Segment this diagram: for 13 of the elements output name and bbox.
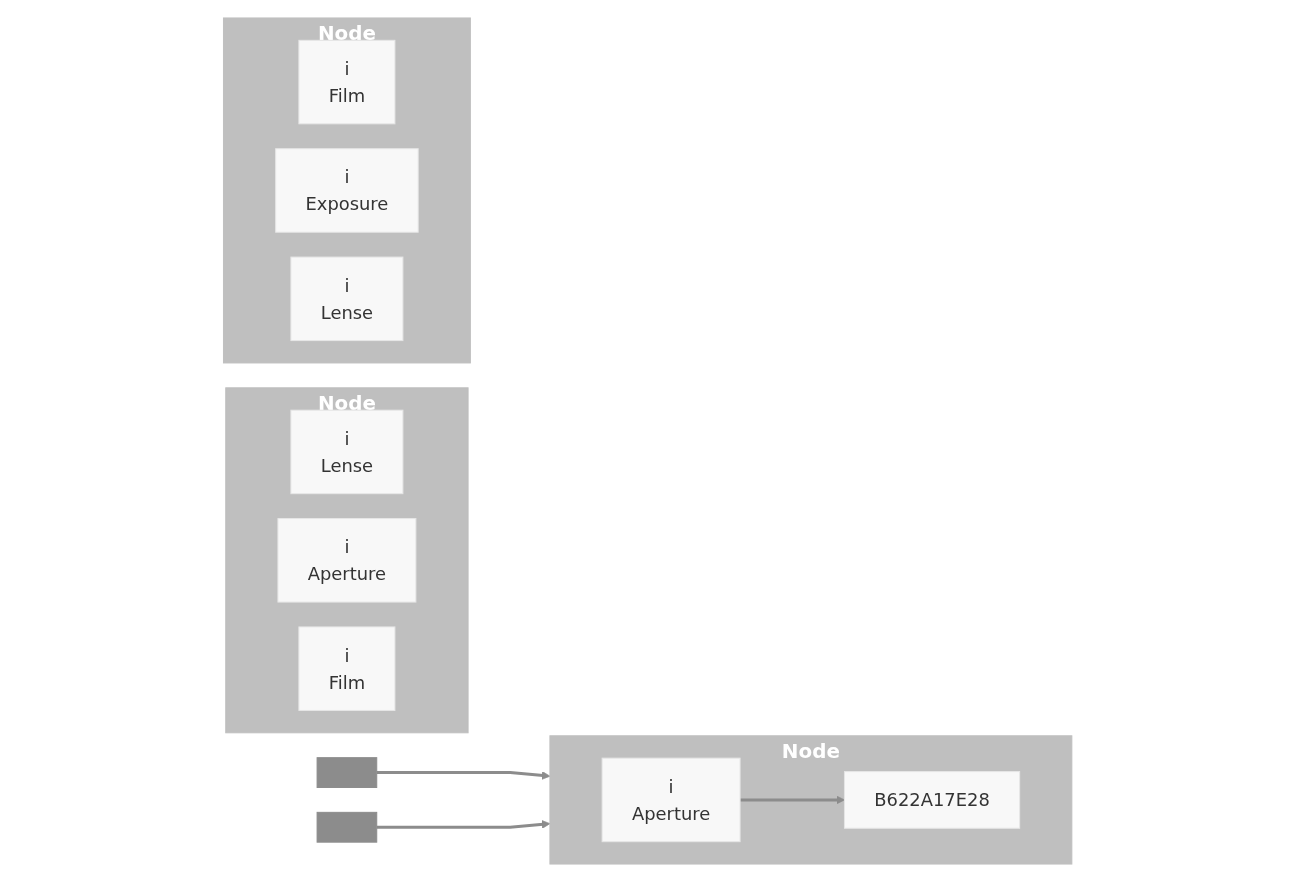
node-box: i Exposure [275, 148, 419, 233]
node-box: i Film [298, 39, 396, 125]
arrow [376, 771, 551, 780]
node-box: i Lense [290, 256, 404, 342]
node-box: i Aperture [277, 518, 417, 603]
node-bar [316, 757, 378, 788]
arrow [739, 795, 845, 805]
node-bar [316, 811, 378, 843]
node-box: i Lense [290, 409, 404, 495]
arrow [376, 820, 551, 829]
node-box: B622A17E28 [843, 771, 1020, 829]
node-box: i Aperture [601, 757, 741, 843]
node-box: i Film [298, 626, 396, 711]
